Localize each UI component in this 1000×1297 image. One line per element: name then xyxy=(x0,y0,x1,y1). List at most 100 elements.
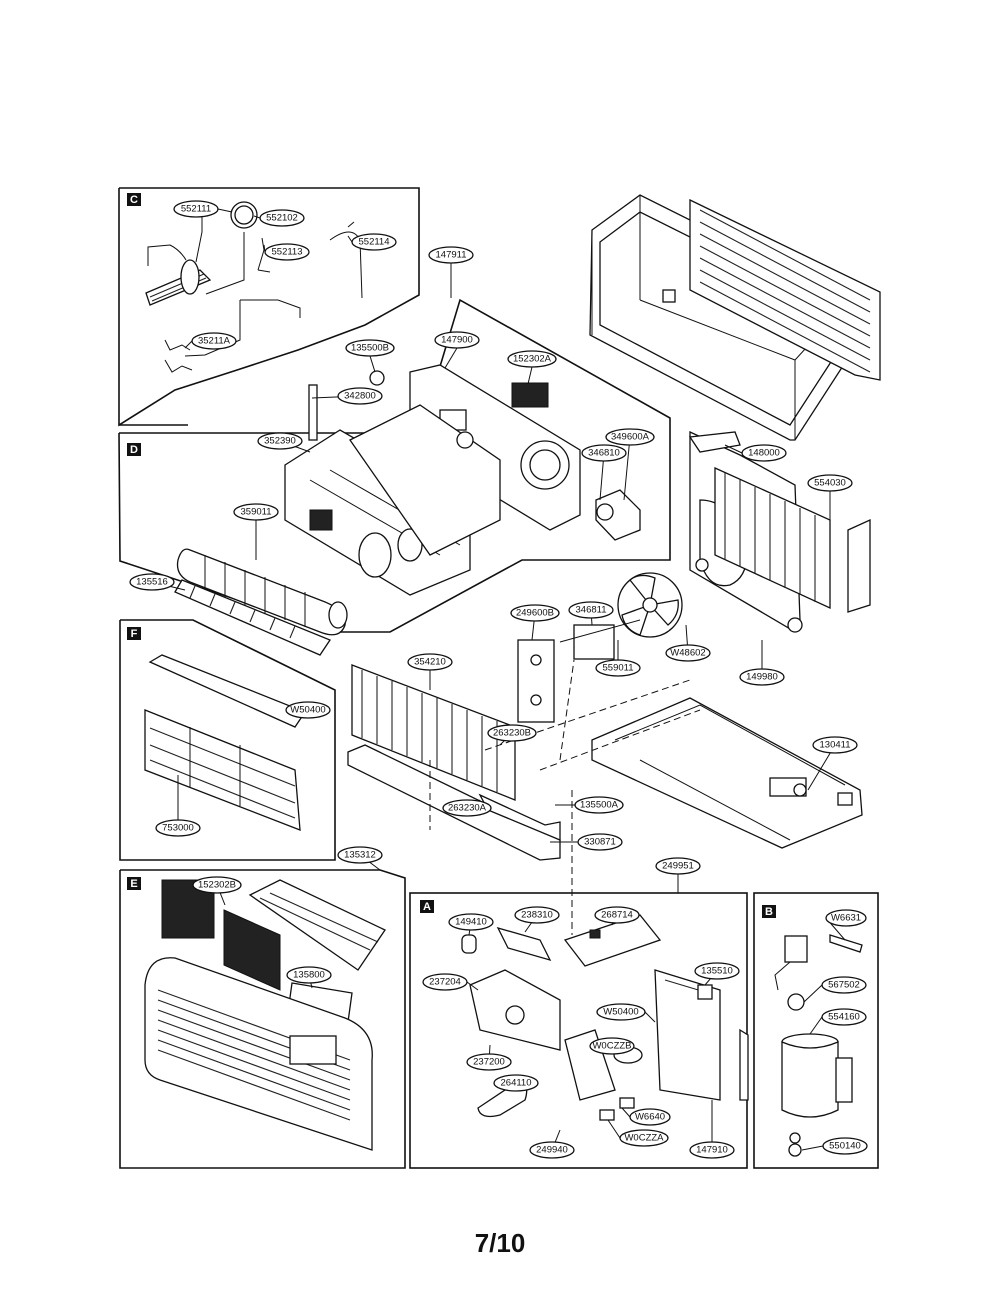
part-number: 135500B xyxy=(351,343,389,354)
part-callout: W6640 xyxy=(629,1108,671,1126)
part-number: 552102 xyxy=(266,213,298,224)
part-callout: W0CZZB xyxy=(589,1037,635,1055)
section-e-badge: E xyxy=(127,877,141,890)
part-number: 135500A xyxy=(580,800,619,811)
base-pan xyxy=(591,697,863,849)
part-number: 552114 xyxy=(359,237,390,248)
condenser-coil xyxy=(714,466,831,610)
part-number: 359011 xyxy=(241,507,272,518)
part-callout: 342800 xyxy=(337,387,383,405)
part-callout: 349600A xyxy=(605,428,655,446)
part-number: 550140 xyxy=(829,1141,861,1152)
part-number: 237204 xyxy=(429,977,461,988)
part-number: 263230B xyxy=(493,728,531,739)
part-callout: 264110 xyxy=(493,1074,539,1092)
part-callout: 753000 xyxy=(155,819,201,837)
part-callout: 152302B xyxy=(192,876,242,894)
part-number: 559011 xyxy=(603,663,634,674)
section-e-frame xyxy=(119,869,406,1169)
part-number: 149410 xyxy=(455,917,487,928)
part-callout: 346811 xyxy=(568,601,614,619)
part-number: 346811 xyxy=(576,605,607,616)
part-callout: 249940 xyxy=(529,1141,575,1159)
compressor-assembly xyxy=(774,934,863,1157)
part-number: 152302B xyxy=(198,880,236,891)
part-callout: 149980 xyxy=(739,668,785,686)
part-number: 249940 xyxy=(536,1145,568,1156)
section-c-badge: C xyxy=(127,193,141,206)
section-b-badge: B xyxy=(762,905,776,918)
part-number: 264110 xyxy=(501,1078,532,1089)
part-number: 342800 xyxy=(344,391,376,402)
section-f-frame xyxy=(119,619,336,861)
part-callout: 249951 xyxy=(655,857,701,875)
part-number: 130411 xyxy=(820,740,851,751)
part-number: W6640 xyxy=(635,1112,665,1123)
part-callout: 135500A xyxy=(574,796,624,814)
part-callouts: 552111 552102 552113 552114 35211A 14791… xyxy=(129,200,868,1159)
part-number: 147910 xyxy=(696,1145,728,1156)
part-callout: 147900 xyxy=(434,331,480,349)
part-callout: 147910 xyxy=(689,1141,735,1159)
part-number: W0CZZA xyxy=(624,1133,664,1144)
section-a-frame xyxy=(409,892,748,1169)
part-number: 268714 xyxy=(601,910,633,921)
part-number: 238310 xyxy=(521,910,553,921)
part-callout: 552111 xyxy=(173,200,219,218)
part-number: W50400 xyxy=(290,705,325,716)
part-callout: 263230B xyxy=(487,724,537,742)
part-number: 349600A xyxy=(611,432,650,443)
section-d-badge: D xyxy=(127,443,141,456)
part-number: 354210 xyxy=(414,657,446,668)
discharge-grille-assembly xyxy=(144,654,311,831)
part-callout: 552102 xyxy=(259,209,305,227)
part-number: 149980 xyxy=(746,672,778,683)
section-c-label: C xyxy=(130,194,138,206)
section-c-frame xyxy=(118,187,420,427)
part-number: 135516 xyxy=(136,577,168,588)
part-number: 352390 xyxy=(264,436,296,447)
part-callout: 554160 xyxy=(821,1008,867,1026)
part-callout: 352390 xyxy=(257,432,303,450)
part-number: 263230A xyxy=(448,803,487,814)
part-callout: W48602 xyxy=(665,644,711,662)
condenser-fan xyxy=(617,572,683,638)
part-callout: 135800 xyxy=(286,966,332,984)
section-e-label: E xyxy=(130,878,137,890)
part-callout: 238310 xyxy=(514,906,560,924)
front-cabinet-assembly xyxy=(144,879,386,1151)
part-number: 237200 xyxy=(473,1057,505,1068)
part-callout: 249600B xyxy=(510,604,560,622)
part-number: 148000 xyxy=(748,448,780,459)
part-callout: 559011 xyxy=(595,659,641,677)
part-number: 35211A xyxy=(198,336,231,347)
part-callout: 147911 xyxy=(428,246,474,264)
part-callout: 567502 xyxy=(821,976,867,994)
part-callout: 554030 xyxy=(807,474,853,492)
refrigerant-tubing xyxy=(145,201,363,373)
evaporator-coil xyxy=(351,664,516,801)
section-d-label: D xyxy=(130,444,138,456)
part-callout: 237200 xyxy=(466,1053,512,1071)
part-callout: 135510 xyxy=(694,962,740,980)
part-callout: 330871 xyxy=(577,833,623,851)
part-number: 135510 xyxy=(701,966,733,977)
part-number: W48602 xyxy=(670,648,705,659)
section-a-badge: A xyxy=(420,900,434,913)
part-number: W0CZZB xyxy=(592,1041,631,1052)
part-callout: W50400 xyxy=(285,701,331,719)
part-number: 567502 xyxy=(828,980,860,991)
part-callout: 550140 xyxy=(822,1137,868,1155)
part-callout: 135516 xyxy=(129,573,175,591)
part-number: 135800 xyxy=(293,970,325,981)
part-number: 552113 xyxy=(272,247,303,258)
part-callout: W0CZZA xyxy=(619,1129,669,1147)
part-callout: 552113 xyxy=(264,243,310,261)
part-number: 135312 xyxy=(344,850,376,861)
wall-sleeve-cabinet xyxy=(589,194,851,441)
blower-assembly xyxy=(176,364,641,636)
part-number: 249951 xyxy=(662,861,694,872)
part-callout: 354210 xyxy=(407,653,453,671)
part-number: 753000 xyxy=(162,823,194,834)
